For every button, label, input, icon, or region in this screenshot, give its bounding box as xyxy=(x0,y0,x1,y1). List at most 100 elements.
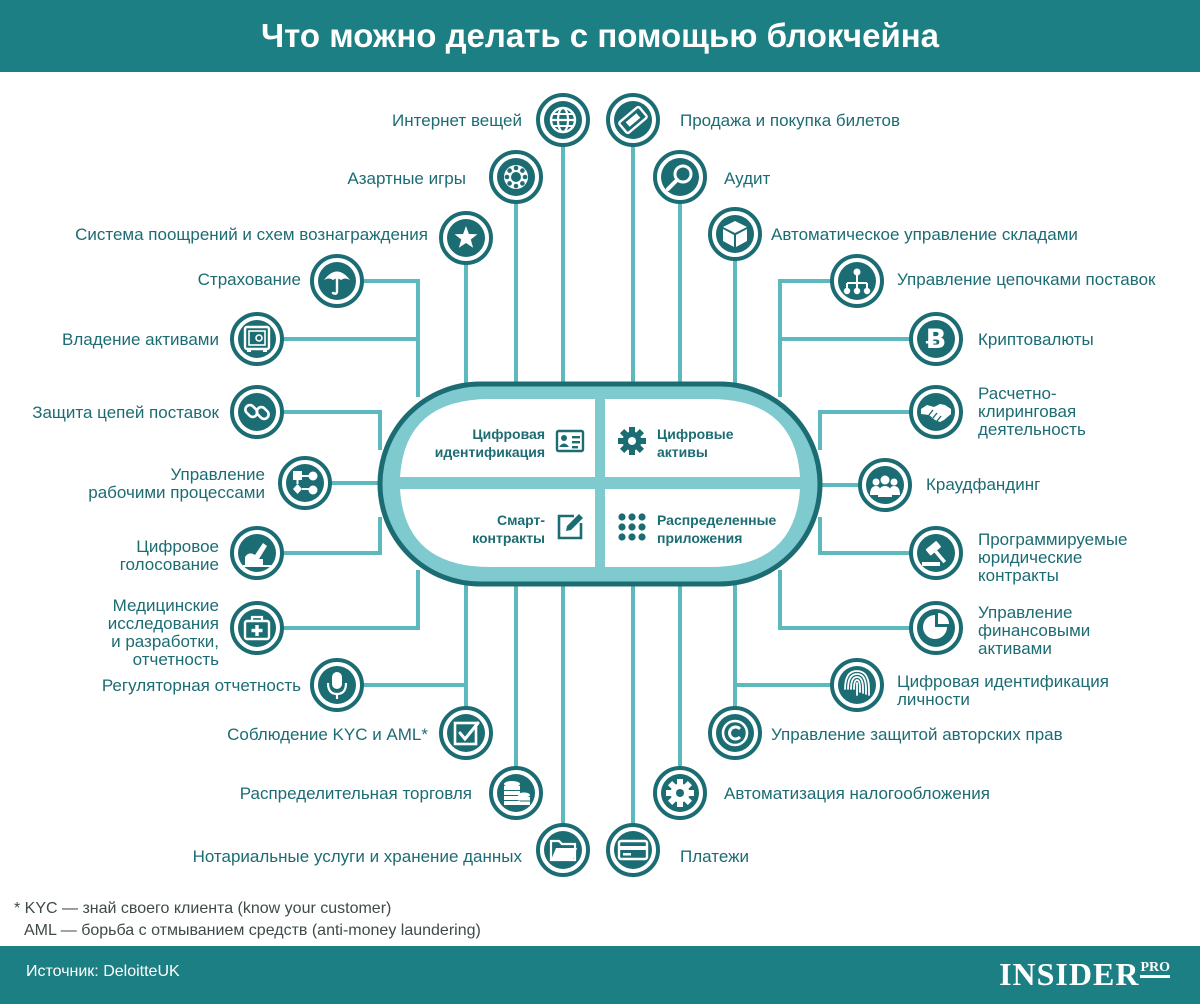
connector-line xyxy=(733,578,839,687)
node-right-12 xyxy=(606,823,660,877)
footnote-kyc: * KYC — знай своего клиента (know your c… xyxy=(14,900,392,917)
gear-icon xyxy=(618,427,646,455)
node-left-9 xyxy=(310,658,364,712)
credit-card-icon xyxy=(617,839,649,861)
voting-hand-icon xyxy=(243,543,271,567)
connector-line xyxy=(778,570,918,630)
medical-kit-icon xyxy=(243,615,271,641)
diagram-canvas: Ƀ xyxy=(230,93,963,877)
connector-line xyxy=(818,517,918,555)
connector-line xyxy=(275,410,382,450)
node-right-0 xyxy=(606,93,660,147)
node-right-5 xyxy=(909,385,963,439)
chain-link-icon xyxy=(244,403,270,421)
node-disc xyxy=(866,466,904,504)
source-text: Источник: DeloitteUK xyxy=(26,963,180,980)
header-bar: Что можно делать с помощью блокчейна xyxy=(0,0,1200,72)
label-right-12: Платежи xyxy=(680,847,749,866)
node-right-11 xyxy=(653,766,707,820)
node-left-11 xyxy=(489,766,543,820)
folder-icon xyxy=(549,839,577,862)
footnote-aml: AML — борьба с отмыванием средств (anti-… xyxy=(24,922,481,939)
quadrant-bl xyxy=(400,489,595,567)
handshake-icon xyxy=(921,404,951,422)
pie-chart-icon xyxy=(923,613,949,639)
footnotes: * KYC — знай своего клиента (know your c… xyxy=(14,898,481,942)
brand-logo: INSIDER PRO xyxy=(999,956,1170,992)
ticket-icon xyxy=(618,105,648,135)
node-left-5 xyxy=(230,385,284,439)
connector-line xyxy=(778,337,918,397)
central-capsule xyxy=(377,381,823,587)
quadrant-br xyxy=(605,489,800,567)
node-right-10 xyxy=(708,706,762,760)
gavel-icon xyxy=(922,541,947,566)
label-right-3: Управление цепочками поставок xyxy=(897,270,1156,289)
dots-grid-icon xyxy=(618,513,646,541)
magnifier-icon xyxy=(666,164,693,191)
umbrella-icon xyxy=(324,271,350,295)
footer-bar: Источник: DeloitteUK INSIDER PRO xyxy=(0,946,1200,1004)
node-right-2 xyxy=(708,207,762,261)
label-right-11: Автоматизация налогообложения xyxy=(724,784,990,803)
node-left-4 xyxy=(230,312,284,366)
label-right-1: Аудит xyxy=(724,169,771,188)
hierarchy-icon xyxy=(843,268,871,295)
copyright-icon xyxy=(721,719,749,747)
node-right-7 xyxy=(909,526,963,580)
label-right-10: Управление защитой авторских прав xyxy=(771,725,1063,744)
node-right-8 xyxy=(909,601,963,655)
quadrant-tr xyxy=(605,399,800,477)
connector-line xyxy=(355,578,468,687)
label-left-12: Нотариальные услуги и хранение данных xyxy=(192,847,522,866)
node-disc xyxy=(447,714,485,752)
label-left-4: Владение активами xyxy=(62,330,219,349)
node-right-3 xyxy=(830,254,884,308)
label-right-2: Автоматическое управление складами xyxy=(771,225,1078,244)
node-right-6 xyxy=(858,458,912,512)
brand-name: INSIDER xyxy=(999,956,1140,992)
globe-icon xyxy=(549,106,577,134)
node-disc xyxy=(286,464,324,502)
quadrant-label-2: Смарт-контракты xyxy=(472,512,545,546)
label-left-1: Азартные игры xyxy=(347,169,466,188)
node-left-2 xyxy=(439,211,493,265)
safe-icon xyxy=(243,325,271,352)
node-left-12 xyxy=(536,823,590,877)
svg-text:Ƀ: Ƀ xyxy=(926,324,947,355)
node-left-8 xyxy=(230,601,284,655)
node-left-0 xyxy=(536,93,590,147)
label-left-0: Интернет вещей xyxy=(392,111,522,130)
poker-chip-icon xyxy=(504,165,528,189)
node-left-6 xyxy=(278,456,332,510)
coins-icon xyxy=(504,781,530,805)
label-right-4: Криптовалюты xyxy=(978,330,1094,349)
gear-icon xyxy=(666,779,694,807)
brand-suffix: PRO xyxy=(1140,961,1170,978)
edit-icon xyxy=(557,514,583,540)
node-left-10 xyxy=(439,706,493,760)
microphone-icon xyxy=(326,672,348,699)
connector-line xyxy=(275,570,420,630)
label-left-9: Регуляторная отчетность xyxy=(101,676,301,695)
page-title: Что можно делать с помощью блокчейна xyxy=(260,17,940,54)
checkbox-icon xyxy=(453,721,480,746)
connector-line xyxy=(275,517,382,555)
node-disc xyxy=(716,714,754,752)
quadrant-tl xyxy=(400,399,595,477)
node-disc xyxy=(917,320,955,358)
bitcoin-icon: Ƀ xyxy=(926,324,947,355)
label-left-5: Защита цепей поставок xyxy=(32,403,219,422)
fingerprint-icon xyxy=(844,670,870,696)
label-left-3: Страхование xyxy=(197,270,301,289)
label-left-2: Система поощрений и схем вознаграждения xyxy=(75,225,428,244)
connector-line xyxy=(818,410,918,450)
node-right-9 xyxy=(830,658,884,712)
label-left-11: Распределительная торговля xyxy=(239,784,472,803)
